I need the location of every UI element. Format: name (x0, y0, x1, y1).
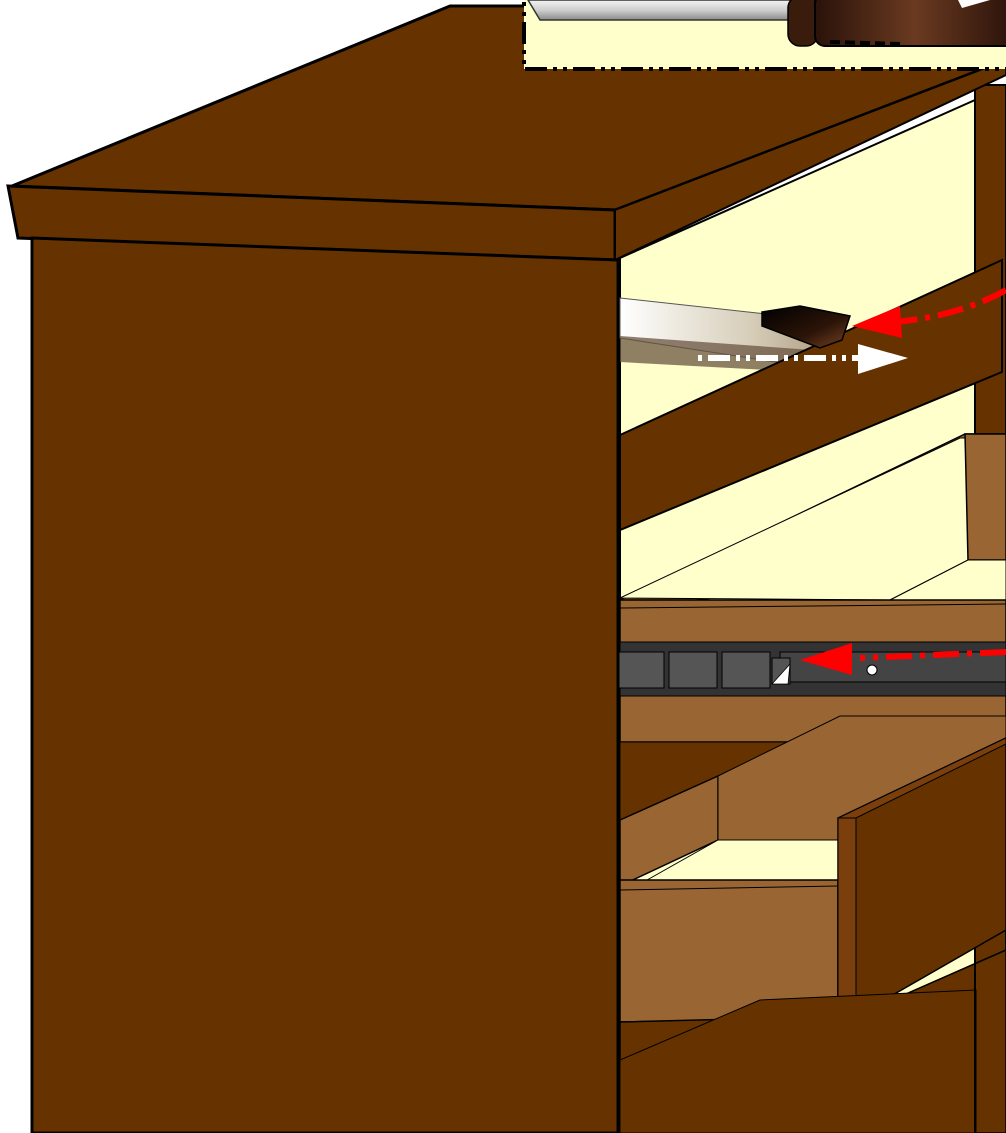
screwdriver-handle (815, 0, 1006, 46)
rail-segment (618, 652, 664, 688)
cabinet-side-panel (32, 238, 618, 1133)
middle-drawer-side (965, 434, 1006, 560)
rail-segment (722, 652, 770, 688)
screwdriver-shaft (528, 0, 800, 20)
rail-segment (669, 652, 717, 688)
screwdriver-collar (788, 0, 818, 46)
lower-drawer-front-edge (838, 818, 856, 1016)
rail-screw-hole (867, 665, 877, 675)
screwdriver-closeup-icon (524, 0, 1006, 69)
